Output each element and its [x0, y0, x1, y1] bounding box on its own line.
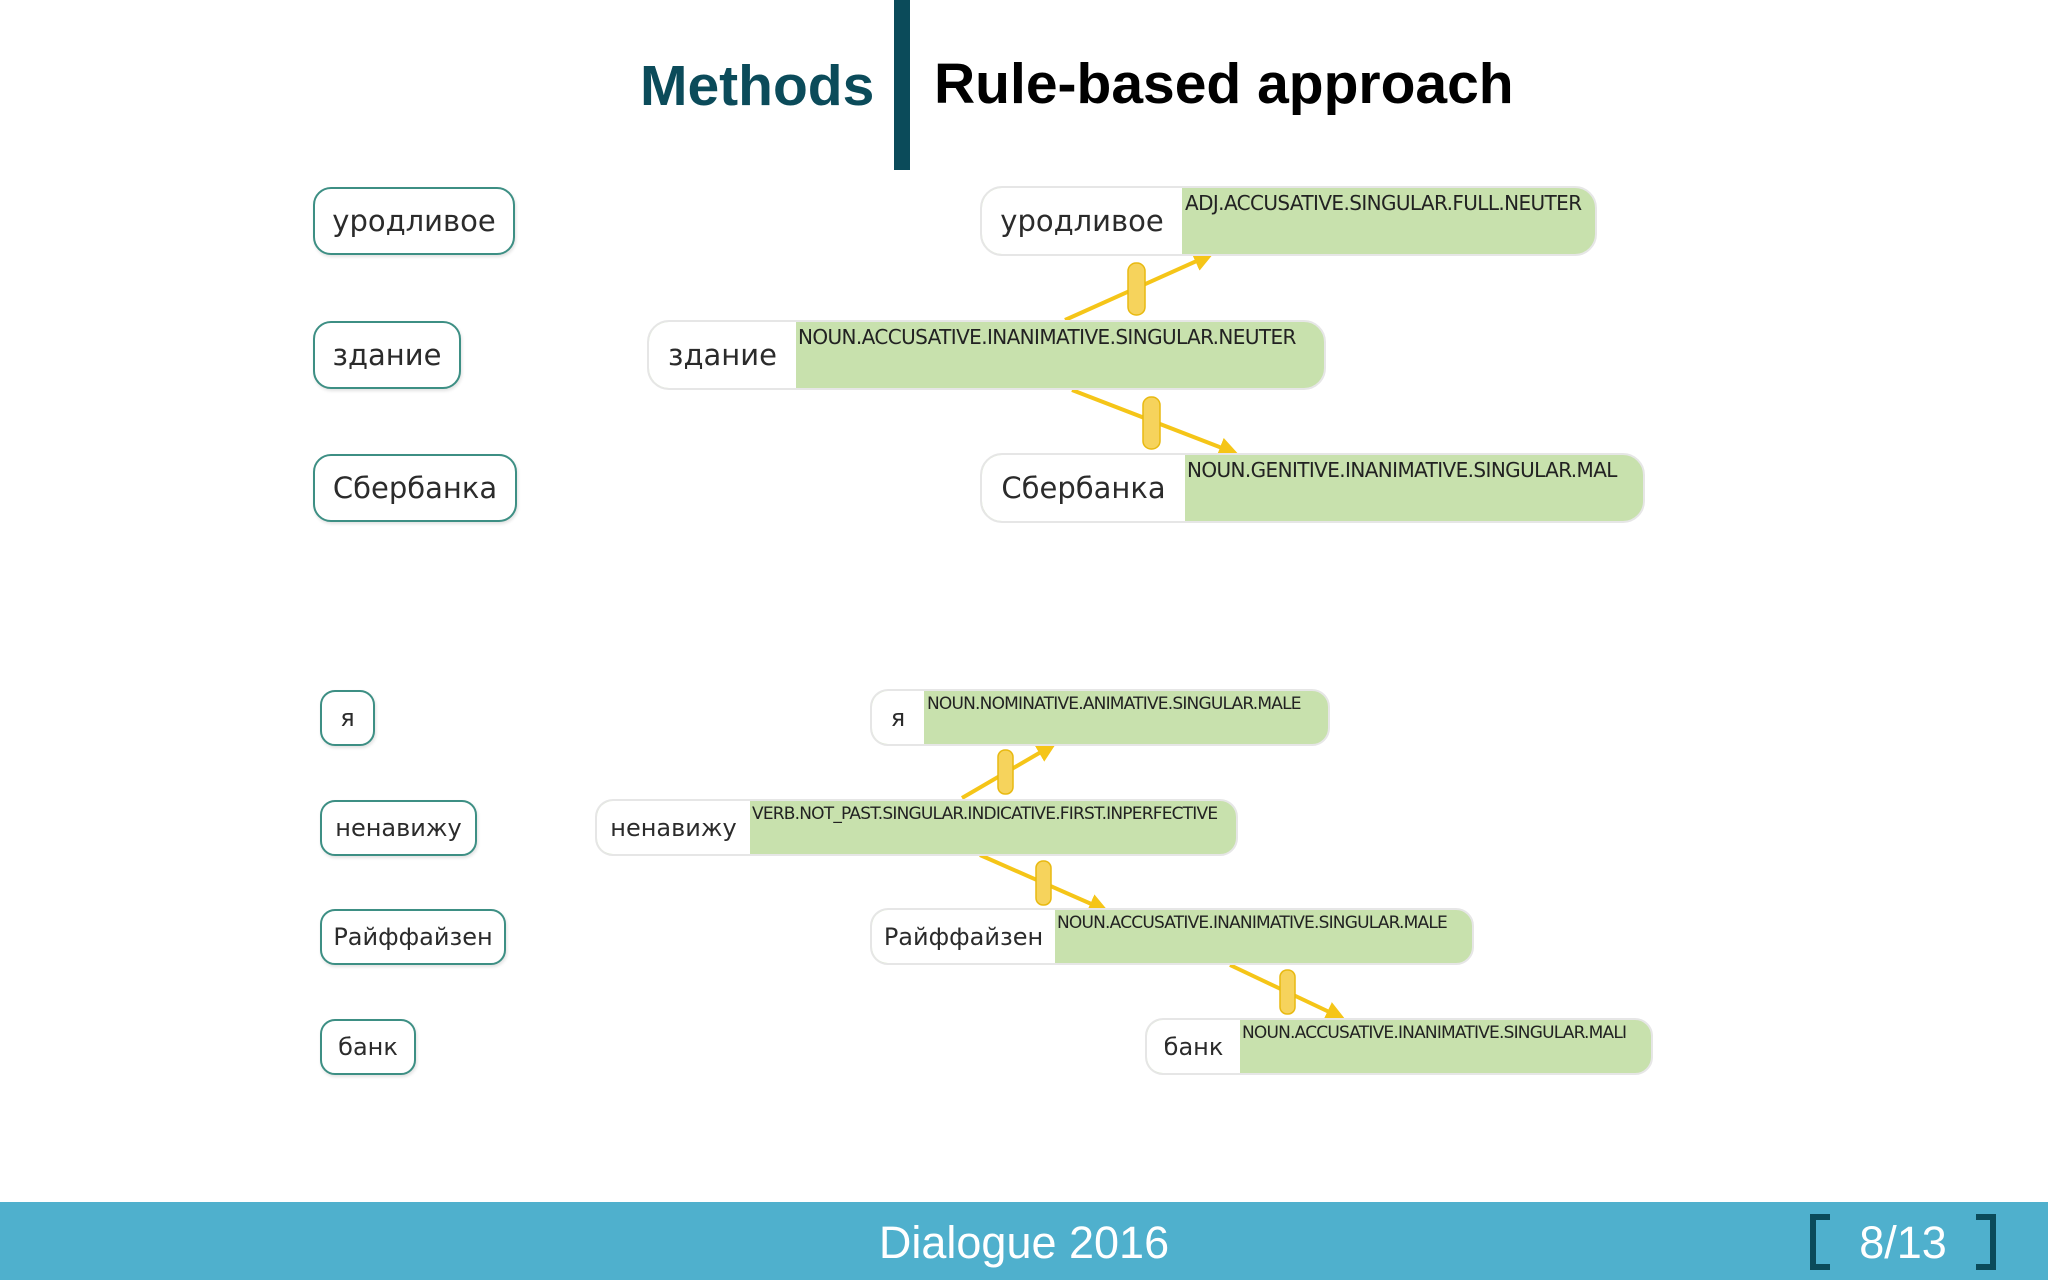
slide-title: Rule-based approach: [934, 52, 1514, 116]
word-pill-nenavizhu: ненавижу: [320, 800, 477, 856]
node-word: я: [872, 691, 924, 744]
arrow-nenavizhu-raiffeisen: [979, 853, 1109, 913]
conference-name: Dialogue 2016: [878, 1217, 1170, 1268]
tagged-node-nenavizhu: ненавижу VERB.NOT_PAST.SINGULAR.INDICATI…: [595, 799, 1238, 856]
tagged-node-bank: банк NOUN.ACCUSATIVE.INANIMATIVE.SINGULA…: [1145, 1018, 1653, 1075]
word-pill-2: здание: [313, 321, 461, 389]
tagged-node-1: уродливое ADJ.ACCUSATIVE.SINGULAR.FULL.N…: [980, 186, 1597, 256]
word-pill-bank: банк: [320, 1019, 416, 1075]
arrow-zdanie-urodlivoe: [1064, 252, 1214, 322]
section-title: Methods: [640, 54, 875, 118]
page-number: 8/13: [1859, 1217, 1947, 1268]
tagged-node-3: Сбербанка NOUN.GENITIVE.INANIMATIVE.SING…: [980, 453, 1645, 523]
tagged-node-2: здание NOUN.ACCUSATIVE.INANIMATIVE.SINGU…: [647, 320, 1326, 390]
arrow-nenavizhu-ya: [960, 742, 1057, 800]
node-tag: VERB.NOT_PAST.SINGULAR.INDICATIVE.FIRST.…: [752, 804, 1218, 824]
node-word: здание: [649, 322, 796, 388]
node-tag: NOUN.GENITIVE.INANIMATIVE.SINGULAR.MAL: [1187, 458, 1617, 482]
word-pill-ya: я: [320, 690, 375, 746]
tagged-node-ya: я NOUN.NOMINATIVE.ANIMATIVE.SINGULAR.MAL…: [870, 689, 1330, 746]
arrow-raiffeisen-bank: [1229, 963, 1346, 1021]
node-word: Сбербанка: [982, 455, 1185, 521]
node-tag: NOUN.ACCUSATIVE.INANIMATIVE.SINGULAR.NEU…: [798, 325, 1296, 349]
right-bracket-icon: [1976, 1214, 1996, 1270]
node-tag: NOUN.NOMINATIVE.ANIMATIVE.SINGULAR.MALE: [927, 694, 1302, 714]
left-bracket-icon: [1810, 1214, 1830, 1270]
node-tag: ADJ.ACCUSATIVE.SINGULAR.FULL.NEUTER: [1185, 191, 1582, 215]
node-tag: NOUN.ACCUSATIVE.INANIMATIVE.SINGULAR.MAL…: [1057, 913, 1448, 933]
node-word: банк: [1147, 1020, 1240, 1073]
word-pill-raiffeisen: Райффайзен: [320, 909, 506, 965]
node-word: ненавижу: [597, 801, 750, 854]
footer-bar: Dialogue 2016 8/13: [0, 1202, 2048, 1280]
tagged-node-raiffeisen: Райффайзен NOUN.ACCUSATIVE.INANIMATIVE.S…: [870, 908, 1474, 965]
word-pill-1: уродливое: [313, 187, 515, 255]
node-tag: NOUN.ACCUSATIVE.INANIMATIVE.SINGULAR.MAL…: [1242, 1023, 1627, 1043]
node-word: Райффайзен: [872, 910, 1055, 963]
arrow-zdanie-sberbanka: [1071, 388, 1239, 457]
title-divider: [894, 0, 910, 170]
word-pill-3: Сбербанка: [313, 454, 517, 522]
node-word: уродливое: [982, 188, 1182, 254]
